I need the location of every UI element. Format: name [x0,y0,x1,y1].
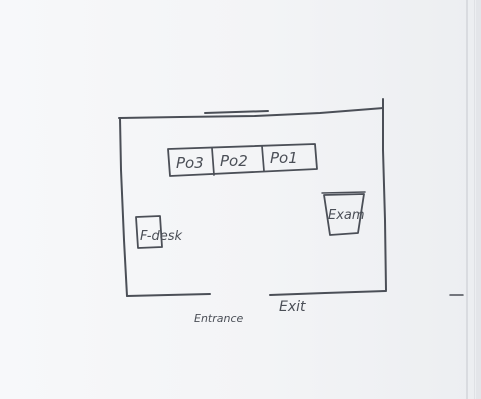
entrance-label: Entrance [194,312,244,325]
exam-label: Exam [328,208,365,223]
po2-label: Po2 [220,152,248,170]
room-top-wall-overlap [205,111,268,113]
exit-label: Exit [279,299,306,315]
po-box-group: Po3 Po2 Po1 [168,144,317,176]
room-bottom-wall-right [270,291,386,295]
exam-group: Exam [322,192,365,235]
po3-label: Po3 [176,154,204,172]
f-desk-label: F-desk [140,229,182,244]
room-right-wall [383,99,386,290]
po1-label: Po1 [270,149,298,167]
exam-box-top-line [322,192,365,193]
room-left-wall [120,118,127,296]
room-bottom-wall-left [127,294,210,296]
po-divider-1 [212,148,214,175]
po-divider-2 [262,146,264,171]
room-top-wall [119,108,383,118]
f-desk-group: F-desk [136,216,182,248]
